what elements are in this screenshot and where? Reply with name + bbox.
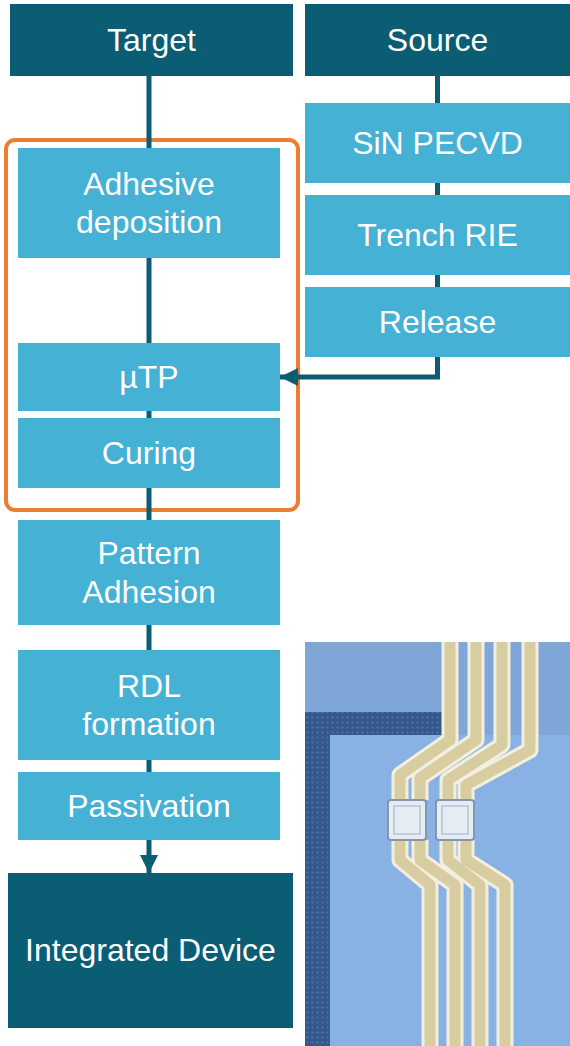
- process-box: RDL formation: [18, 650, 280, 760]
- box-label: Target: [107, 21, 196, 59]
- flow-line: [147, 488, 152, 520]
- process-box: Curing: [18, 418, 280, 488]
- flow-arrow: [147, 840, 152, 873]
- flow-line: [147, 76, 152, 148]
- box-label: Release: [379, 303, 496, 341]
- box-label: Passivation: [67, 787, 231, 825]
- box-label: Trench RIE: [357, 216, 518, 254]
- device-micrograph: [305, 642, 570, 1046]
- process-box: Passivation: [18, 772, 280, 840]
- box-label: µTP: [119, 358, 178, 396]
- box-label: Pattern Adhesion: [28, 534, 270, 611]
- flow-line: [435, 275, 440, 287]
- box-label: Adhesive deposition: [28, 165, 270, 242]
- process-box: Pattern Adhesion: [18, 520, 280, 625]
- flow-line: [147, 411, 152, 418]
- box-label: Integrated Device: [25, 931, 276, 969]
- flow-line: [147, 258, 152, 343]
- flow-arrow: [280, 357, 438, 377]
- box-label: SiN PECVD: [352, 124, 523, 162]
- process-box: Trench RIE: [305, 195, 570, 275]
- process-box: Adhesive deposition: [18, 148, 280, 258]
- box-label: RDL formation: [49, 667, 249, 744]
- group-frame: [6, 140, 298, 510]
- stage-box: Source: [305, 4, 570, 76]
- process-box: SiN PECVD: [305, 103, 570, 183]
- box-label: Source: [387, 21, 488, 59]
- flow-line: [147, 760, 152, 772]
- flow-line: [435, 76, 440, 103]
- flow-line: [147, 625, 152, 650]
- process-box: Release: [305, 287, 570, 357]
- flow-line: [435, 183, 440, 195]
- stage-box: Integrated Device: [8, 873, 293, 1028]
- box-label: Curing: [102, 434, 196, 472]
- process-box: µTP: [18, 343, 280, 411]
- stage-box: Target: [10, 4, 293, 76]
